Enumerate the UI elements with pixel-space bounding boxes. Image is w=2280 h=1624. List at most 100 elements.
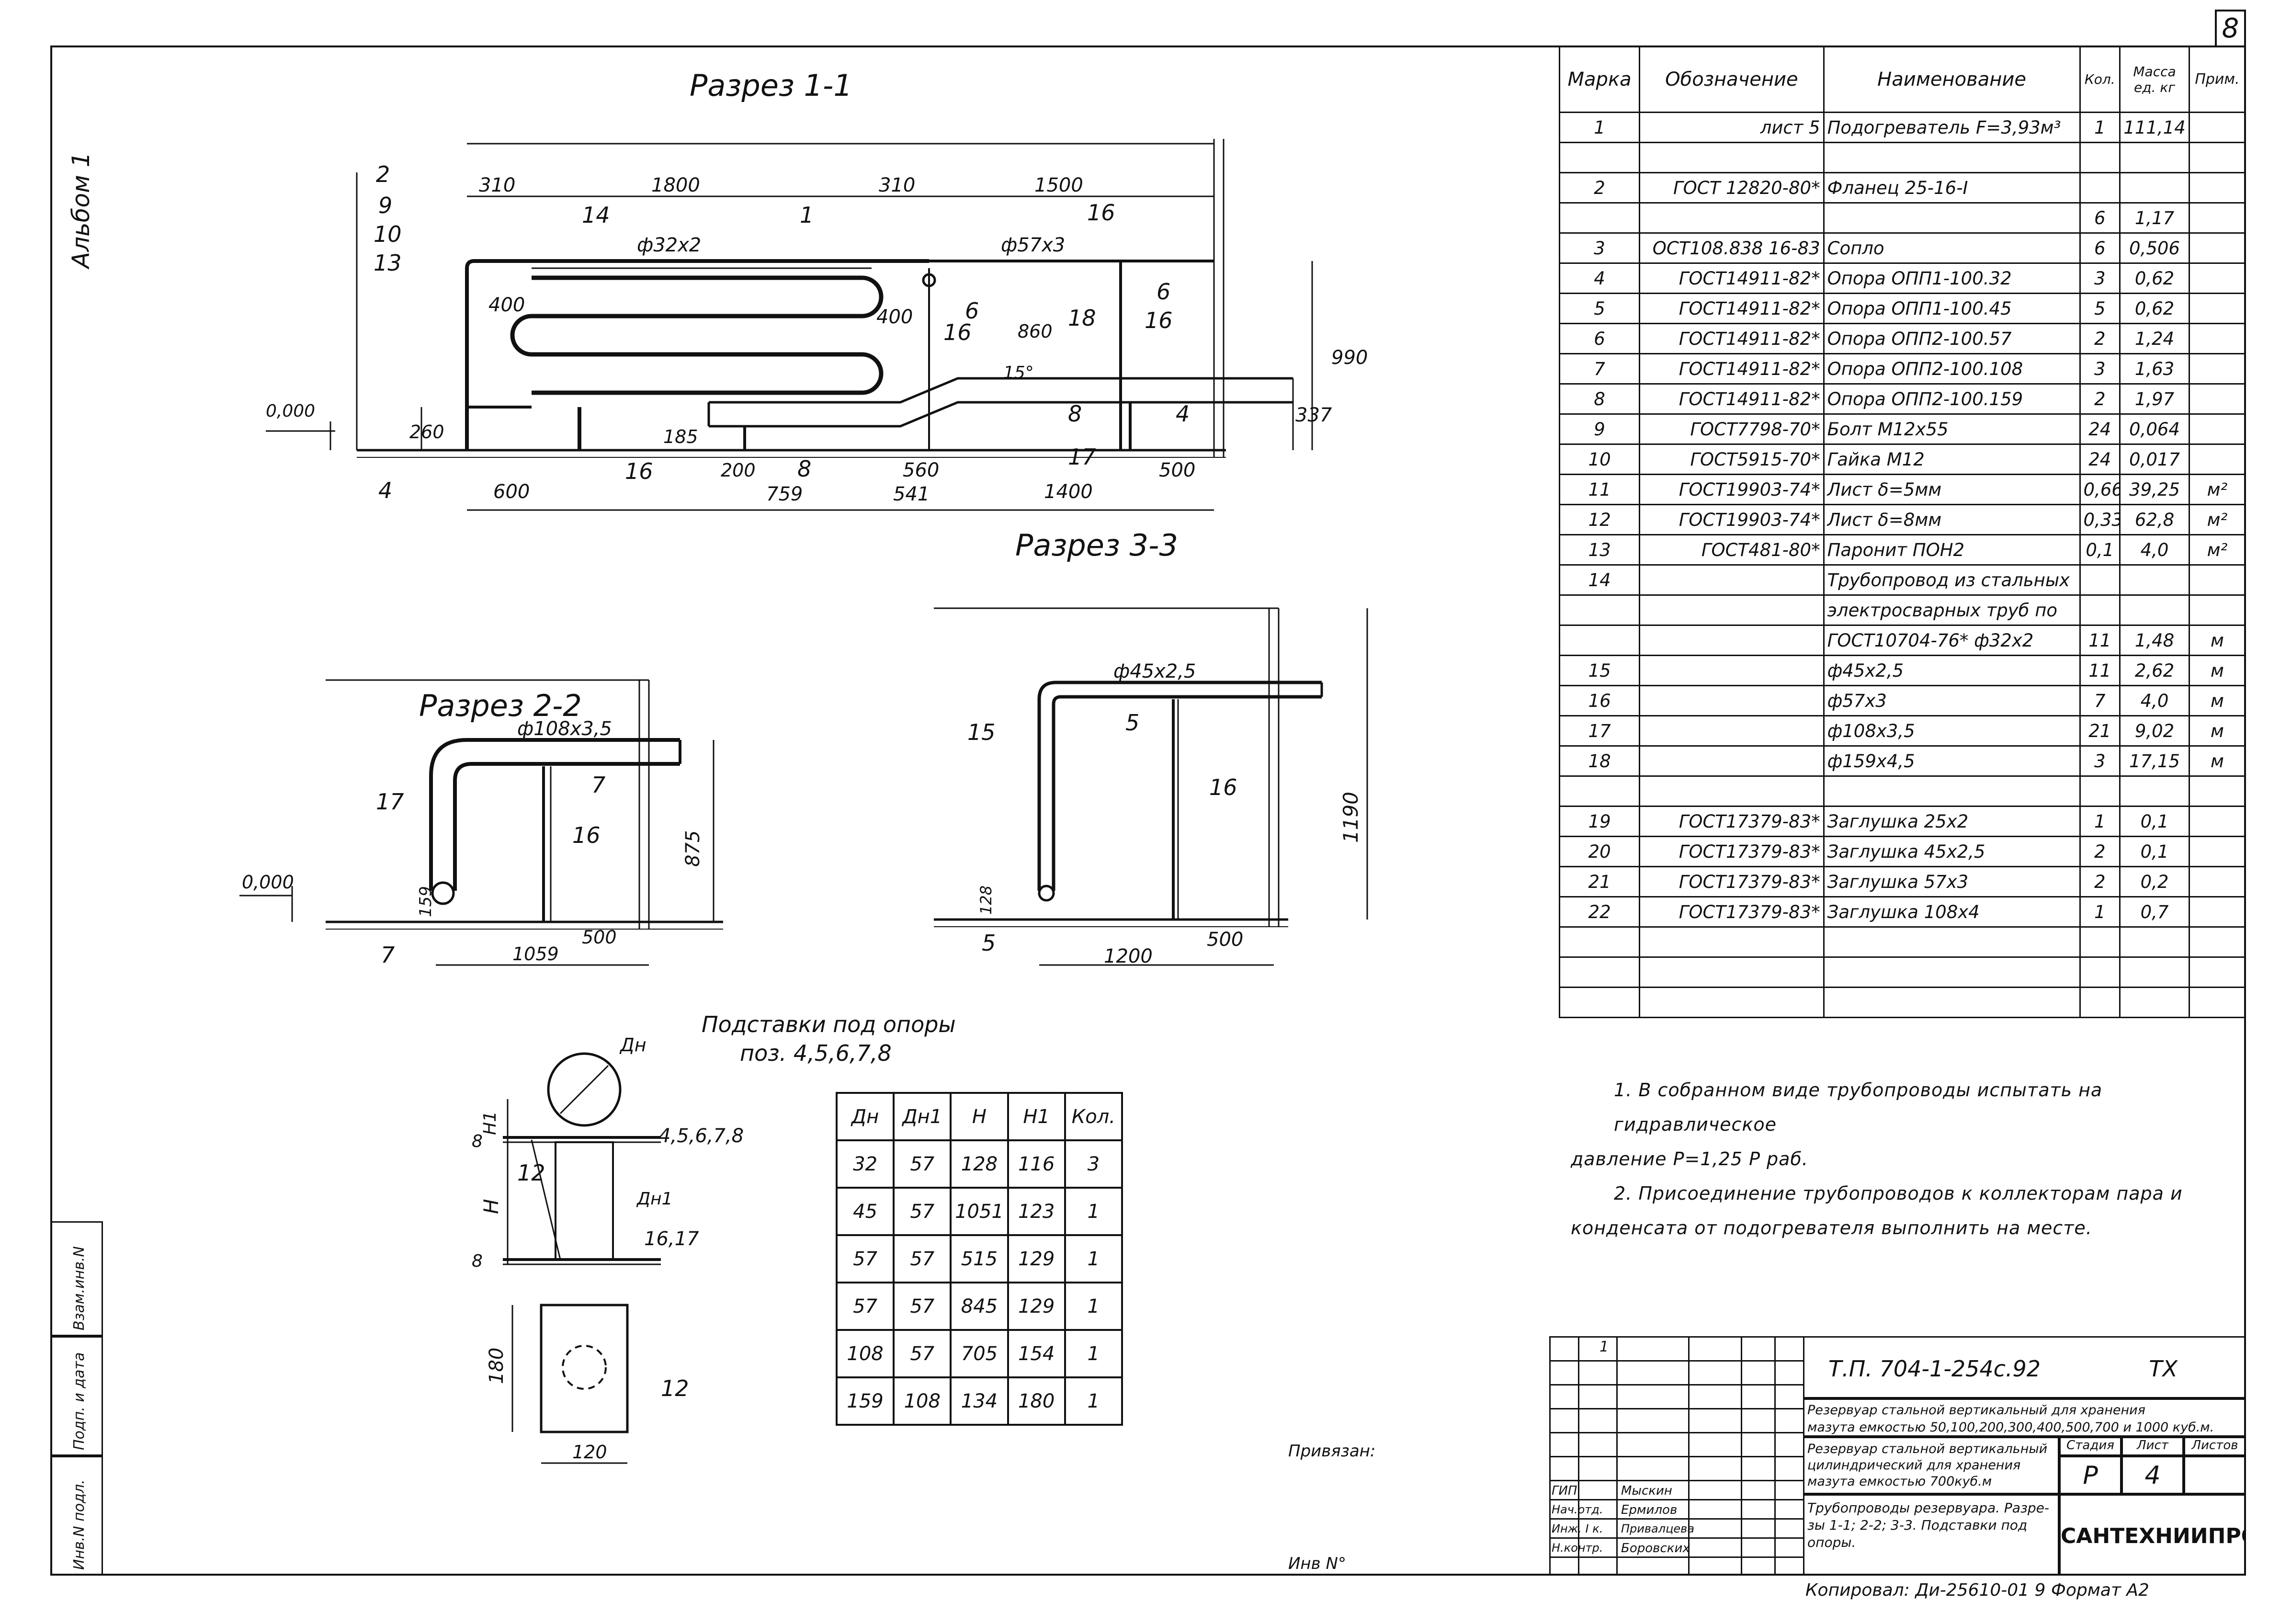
sd-dim-120: 120 — [572, 1442, 607, 1463]
spec-cell: 1,24 — [2119, 323, 2190, 354]
tb-name-1: Мыскин — [1621, 1484, 1672, 1498]
spec-cell — [1639, 987, 1825, 1018]
s1-pos-16d: 16 — [625, 458, 653, 484]
support-stand-detail — [503, 1052, 661, 1464]
spec-cell: 22 — [1558, 896, 1641, 928]
spec-cell — [2188, 293, 2246, 324]
support-cell: 845 — [950, 1282, 1009, 1331]
support-cell: 128 — [950, 1139, 1009, 1189]
support-cell: 515 — [950, 1234, 1009, 1283]
support-header-dn: Дн — [835, 1092, 895, 1141]
spec-cell: 0,33 — [2079, 504, 2121, 535]
spec-cell: ГОСТ481-80* — [1639, 534, 1825, 566]
spec-cell: 1 — [1558, 112, 1641, 143]
spec-cell: ОСТ108.838 16-83 — [1639, 232, 1825, 264]
spec-header-designation: Обозначение — [1639, 45, 1825, 113]
support-cell: 159 — [835, 1376, 895, 1426]
s1-dim-260: 260 — [409, 421, 444, 443]
spec-cell: 1,48 — [2119, 625, 2190, 656]
spec-cell: 6 — [1558, 323, 1641, 354]
spec-cell: 10 — [1558, 443, 1641, 475]
s1-pos-2: 2 — [376, 161, 390, 187]
sd-pos-4578: 4,5,6,7,8 — [658, 1125, 744, 1147]
spec-row — [1558, 956, 2246, 988]
spec-cell: ГОСТ17379-83* — [1639, 836, 1825, 867]
copied-line: Копировал: Ди-25610-01 9 Формат А2 — [1805, 1580, 2149, 1600]
s1-dim-337: 337 — [1295, 404, 1332, 426]
spec-cell — [2188, 564, 2246, 596]
spec-cell: м² — [2188, 504, 2246, 535]
spec-cell — [2188, 443, 2246, 475]
spec-cell: ГОСТ14911-82* — [1639, 353, 1825, 385]
spec-cell: 14 — [1558, 564, 1641, 596]
spec-cell — [1823, 142, 2081, 173]
support-header-h: Н — [950, 1092, 1009, 1141]
spec-cell — [1558, 202, 1641, 234]
spec-cell: Заглушка 45х2,5 — [1823, 836, 2081, 867]
spec-cell: 17,15 — [2119, 745, 2190, 777]
tb-discipline: ТХ — [2149, 1356, 2178, 1382]
spec-cell: 62,8 — [2119, 504, 2190, 535]
s2-dim-159: 159 — [416, 886, 435, 917]
spec-cell: 8 — [1558, 383, 1641, 415]
spec-cell — [2188, 112, 2246, 143]
spec-cell: 0,1 — [2119, 806, 2190, 837]
s2-pos-16: 16 — [572, 822, 601, 848]
spec-cell: 0,62 — [2119, 262, 2190, 294]
spec-cell: Опора ОПП2-100.108 — [1823, 353, 2081, 385]
spec-cell: ГОСТ19903-74* — [1639, 474, 1825, 505]
spec-cell: электросварных труб по — [1823, 594, 2081, 626]
s1-pos-6b: 6 — [965, 298, 979, 324]
tb-org: САНТЕХНИИПРОЕКТ — [2059, 1494, 2246, 1576]
spec-row — [1558, 926, 2246, 958]
s1-pos-16b: 16 — [1145, 307, 1173, 333]
note-1b: давление Р=1,25 Р раб. — [1571, 1148, 1808, 1170]
tb-drawing-2: зы 1-1; 2-2; 3-3. Подставки под — [1807, 1517, 2028, 1533]
spec-cell: 9 — [1558, 413, 1641, 445]
stamp-sign-date: Подп. и дата — [50, 1336, 103, 1456]
support-cell: 45 — [835, 1187, 895, 1236]
spec-cell: ГОСТ 12820-80* — [1639, 172, 1825, 204]
note-2b: конденсата от подогревателя выполнить на… — [1571, 1217, 2092, 1238]
s1-dim-1800: 1800 — [651, 174, 700, 196]
support-cell: 1 — [1064, 1329, 1123, 1378]
spec-cell: ГОСТ5915-70* — [1639, 443, 1825, 475]
spec-cell — [1558, 142, 1641, 173]
support-cell: 1051 — [950, 1187, 1009, 1236]
support-cell: 1 — [1064, 1234, 1123, 1283]
support-cell: 57 — [893, 1282, 952, 1331]
s2-dim-875: 875 — [682, 830, 704, 867]
s1-dim-600: 600 — [493, 481, 530, 503]
spec-cell: 3 — [2079, 262, 2121, 294]
tb-code: Т.П. 704-1-254с.92 — [1828, 1356, 2041, 1382]
s1-pos-8: 8 — [797, 456, 811, 482]
spec-cell — [1823, 987, 2081, 1018]
spec-cell: 3 — [2079, 353, 2121, 385]
support-header-qty: Кол. — [1064, 1092, 1123, 1141]
spec-cell — [1639, 745, 1825, 777]
support-cell: 154 — [1007, 1329, 1066, 1378]
s3-pos-15: 15 — [967, 719, 996, 745]
spec-row: электросварных труб по — [1558, 594, 2246, 626]
support-header-dn1: Дн1 — [893, 1092, 952, 1141]
spec-cell — [2079, 987, 2121, 1018]
spec-cell — [1558, 594, 1641, 626]
spec-cell: м² — [2188, 534, 2246, 566]
spec-cell: м — [2188, 715, 2246, 747]
s1-dim-1500: 1500 — [1034, 174, 1083, 196]
spec-cell — [1823, 926, 2081, 958]
support-cell: 57 — [835, 1282, 895, 1331]
spec-cell — [2188, 262, 2246, 294]
spec-cell: 15 — [1558, 655, 1641, 686]
spec-cell — [2188, 987, 2246, 1018]
spec-cell: 1,97 — [2119, 383, 2190, 415]
sheet-number: 8 — [2215, 10, 2246, 45]
spec-cell: 7 — [2079, 685, 2121, 716]
title-block: 1 ГИП Нач.отд. Инж. I к. Н.контр. Мыскин… — [1549, 1336, 2246, 1576]
support-header-row: Дн Дн1 Н Н1 Кол. — [835, 1092, 1123, 1141]
support-cell: 108 — [835, 1329, 895, 1378]
spec-cell — [2079, 594, 2121, 626]
